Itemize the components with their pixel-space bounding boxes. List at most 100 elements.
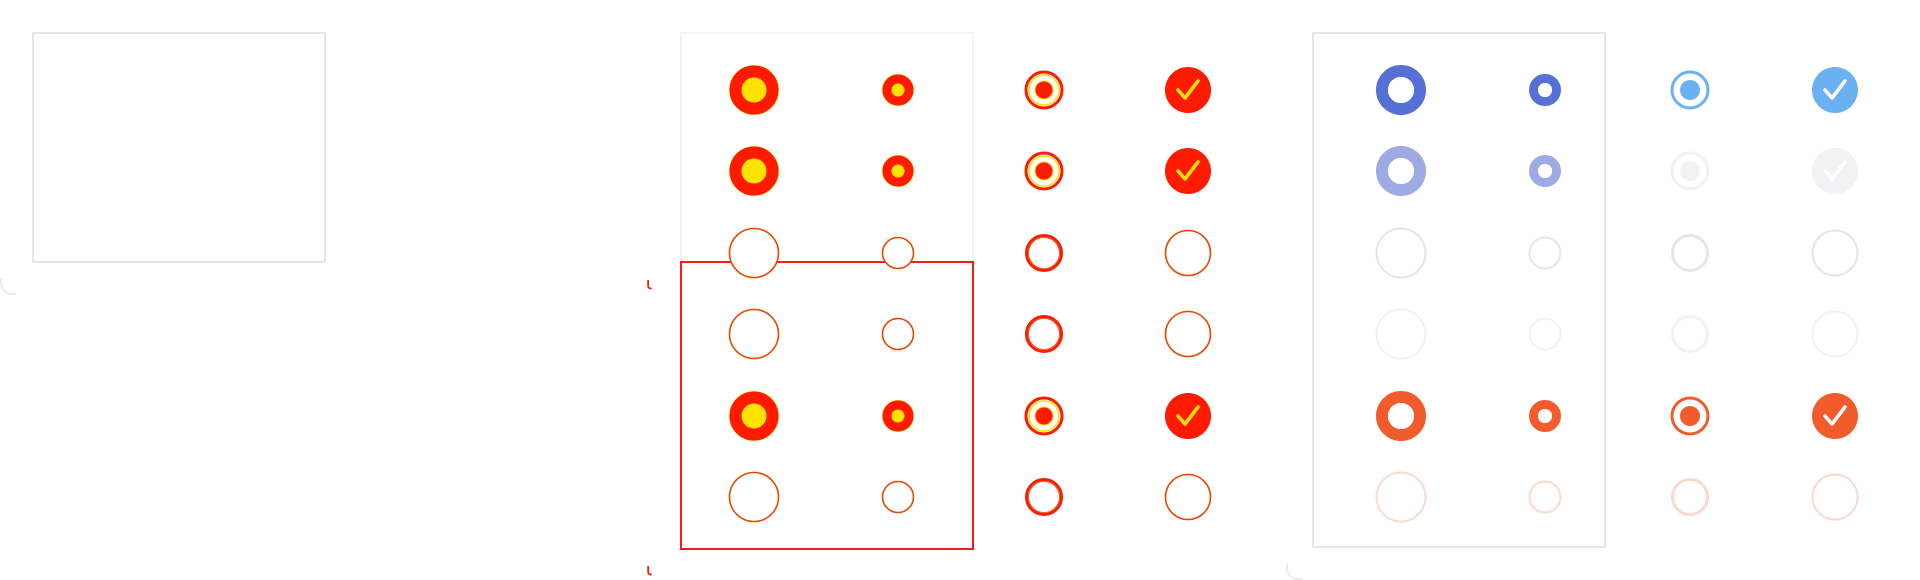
p2-control-r4-c1[interactable] bbox=[728, 308, 780, 360]
p2-control-r6-c2-icon bbox=[881, 480, 915, 514]
p2-control-r4-c4-icon bbox=[1164, 310, 1212, 358]
p3-control-r3-c3[interactable] bbox=[1670, 233, 1710, 273]
p3-control-r3-c3-icon bbox=[1671, 234, 1709, 272]
panel-1-corner bbox=[0, 279, 16, 295]
p3-control-r3-c2[interactable] bbox=[1528, 236, 1562, 270]
p2-control-r3-c1[interactable] bbox=[728, 227, 780, 279]
p3-control-r2-c4[interactable] bbox=[1811, 147, 1859, 195]
p3-control-r6-c4-icon bbox=[1811, 473, 1859, 521]
p2-control-r6-c1[interactable] bbox=[728, 471, 780, 523]
p2-control-r6-c3[interactable] bbox=[1024, 477, 1064, 517]
p2-control-r4-c3-icon bbox=[1025, 315, 1063, 353]
p2-control-r2-c4-icon bbox=[1165, 148, 1211, 194]
p2-control-r5-c4-icon bbox=[1165, 393, 1211, 439]
p2-control-r1-c1-icon bbox=[729, 65, 779, 115]
p3-control-r4-c3-icon bbox=[1671, 315, 1709, 353]
panel-3-outline-box bbox=[1312, 32, 1606, 548]
p3-control-r6-c2-icon bbox=[1528, 480, 1562, 514]
p3-control-r1-c3-icon bbox=[1670, 70, 1710, 110]
p3-control-r5-c2[interactable] bbox=[1528, 399, 1562, 433]
p3-control-r6-c2[interactable] bbox=[1528, 480, 1562, 514]
p2-control-r4-c4[interactable] bbox=[1164, 310, 1212, 358]
p3-control-r5-c3[interactable] bbox=[1670, 396, 1710, 436]
p2-control-r1-c3-icon bbox=[1024, 70, 1064, 110]
p3-control-r4-c1-icon bbox=[1375, 308, 1427, 360]
p2-control-r2-c3-icon bbox=[1024, 151, 1064, 191]
p3-control-r2-c3-icon bbox=[1670, 151, 1710, 191]
p3-control-r2-c3[interactable] bbox=[1670, 151, 1710, 191]
p2-control-r1-c2-icon bbox=[882, 74, 914, 106]
p2-control-r5-c4[interactable] bbox=[1164, 392, 1212, 440]
p2-control-r1-c1[interactable] bbox=[728, 64, 780, 116]
panel-2-corner-mark-top bbox=[647, 280, 652, 290]
p3-control-r4-c3[interactable] bbox=[1670, 314, 1710, 354]
p2-control-r3-c1-icon bbox=[728, 227, 780, 279]
p3-control-r3-c4[interactable] bbox=[1811, 229, 1859, 277]
p2-control-r1-c2[interactable] bbox=[881, 73, 915, 107]
p2-control-r1-c3[interactable] bbox=[1024, 70, 1064, 110]
p3-control-r6-c3[interactable] bbox=[1670, 477, 1710, 517]
p3-control-r3-c1[interactable] bbox=[1375, 227, 1427, 279]
p2-control-r6-c2[interactable] bbox=[881, 480, 915, 514]
p3-control-r2-c2-icon bbox=[1529, 155, 1561, 187]
p2-control-r5-c1-icon bbox=[729, 391, 779, 441]
p2-control-r3-c4-icon bbox=[1164, 229, 1212, 277]
p2-control-r6-c1-icon bbox=[728, 471, 780, 523]
p3-control-r5-c1[interactable] bbox=[1375, 390, 1427, 442]
p2-control-r2-c4[interactable] bbox=[1164, 147, 1212, 195]
p3-control-r1-c2-icon bbox=[1529, 74, 1561, 106]
p3-control-r5-c4-icon bbox=[1812, 393, 1858, 439]
panel-3-corner bbox=[1286, 564, 1302, 580]
p3-control-r3-c1-icon bbox=[1375, 227, 1427, 279]
panel-3 bbox=[1286, 0, 1920, 580]
p2-control-r2-c2[interactable] bbox=[881, 154, 915, 188]
p3-control-r4-c2[interactable] bbox=[1528, 317, 1562, 351]
p2-control-r5-c1[interactable] bbox=[728, 390, 780, 442]
p2-control-r5-c2[interactable] bbox=[881, 399, 915, 433]
p3-control-r2-c1[interactable] bbox=[1375, 145, 1427, 197]
p2-control-r4-c2[interactable] bbox=[881, 317, 915, 351]
p3-control-r6-c1[interactable] bbox=[1375, 471, 1427, 523]
panel-1 bbox=[0, 0, 640, 295]
panel-1-empty-box bbox=[32, 32, 326, 263]
p2-control-r2-c1[interactable] bbox=[728, 145, 780, 197]
p3-control-r6-c3-icon bbox=[1671, 478, 1709, 516]
p3-control-r1-c2[interactable] bbox=[1528, 73, 1562, 107]
p3-control-r1-c1[interactable] bbox=[1375, 64, 1427, 116]
p3-control-r2-c2[interactable] bbox=[1528, 154, 1562, 188]
p3-control-r3-c2-icon bbox=[1528, 236, 1562, 270]
p2-control-r2-c2-icon bbox=[882, 155, 914, 187]
p3-control-r3-c4-icon bbox=[1811, 229, 1859, 277]
p3-control-r2-c4-icon bbox=[1812, 148, 1858, 194]
p2-control-r5-c3-icon bbox=[1024, 396, 1064, 436]
p2-control-r4-c2-icon bbox=[881, 317, 915, 351]
p2-control-r1-c4[interactable] bbox=[1164, 66, 1212, 114]
p2-control-r3-c2[interactable] bbox=[881, 236, 915, 270]
panel-2 bbox=[646, 0, 1286, 580]
p2-control-r2-c3[interactable] bbox=[1024, 151, 1064, 191]
p3-control-r5-c1-icon bbox=[1376, 391, 1426, 441]
p2-control-r4-c1-icon bbox=[728, 308, 780, 360]
p3-control-r6-c4[interactable] bbox=[1811, 473, 1859, 521]
p3-control-r1-c3[interactable] bbox=[1670, 70, 1710, 110]
p2-control-r5-c2-icon bbox=[882, 400, 914, 432]
p3-control-r4-c1[interactable] bbox=[1375, 308, 1427, 360]
p2-control-r4-c3[interactable] bbox=[1024, 314, 1064, 354]
p2-control-r6-c4[interactable] bbox=[1164, 473, 1212, 521]
p2-control-r3-c2-icon bbox=[881, 236, 915, 270]
p3-control-r6-c1-icon bbox=[1375, 471, 1427, 523]
p2-control-r3-c3-icon bbox=[1025, 234, 1063, 272]
p2-control-r3-c3[interactable] bbox=[1024, 233, 1064, 273]
p3-control-r1-c1-icon bbox=[1376, 65, 1426, 115]
p3-control-r2-c1-icon bbox=[1376, 146, 1426, 196]
p3-control-r1-c4-icon bbox=[1812, 67, 1858, 113]
p2-control-r3-c4[interactable] bbox=[1164, 229, 1212, 277]
p3-control-r5-c4[interactable] bbox=[1811, 392, 1859, 440]
p3-control-r1-c4[interactable] bbox=[1811, 66, 1859, 114]
p2-control-r5-c3[interactable] bbox=[1024, 396, 1064, 436]
p3-control-r5-c3-icon bbox=[1670, 396, 1710, 436]
p2-control-r2-c1-icon bbox=[729, 146, 779, 196]
p3-control-r4-c4[interactable] bbox=[1811, 310, 1859, 358]
p3-control-r4-c2-icon bbox=[1528, 317, 1562, 351]
